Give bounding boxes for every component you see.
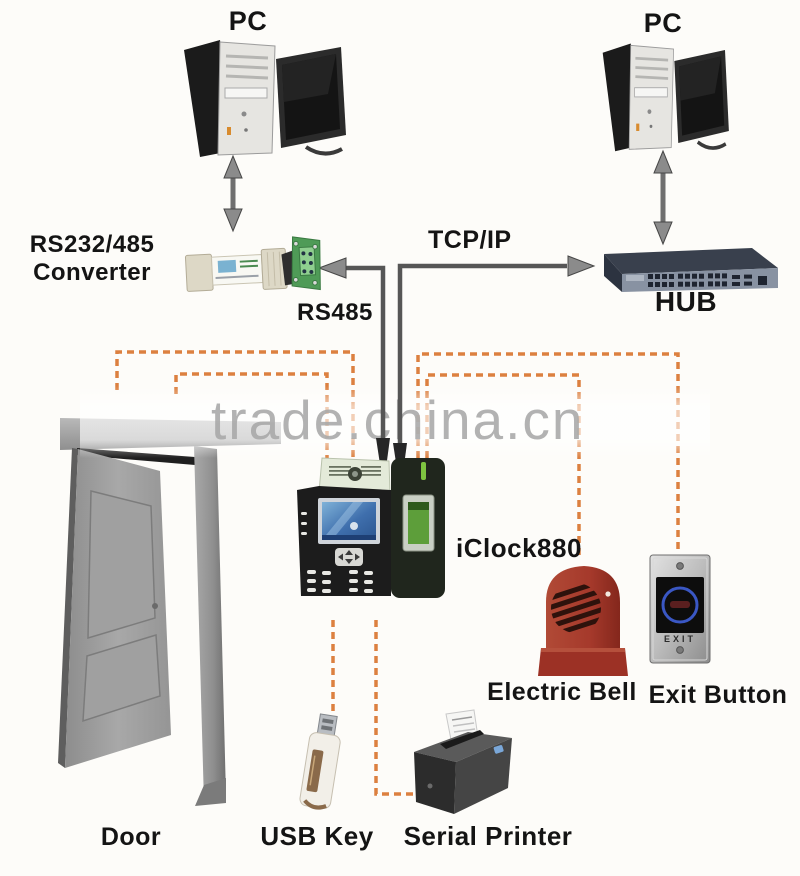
door-upper-panel — [87, 490, 156, 640]
bell-base — [538, 648, 628, 676]
serial-printer-image — [406, 708, 518, 824]
printer-paper-slot — [440, 730, 484, 749]
exit-blue-ring — [661, 586, 699, 624]
printer-right-face — [454, 738, 512, 814]
pc-left-label: PC — [228, 6, 268, 36]
hub-ports — [648, 273, 767, 287]
exit-button-label: Exit Button — [648, 681, 788, 709]
serial-printer-label: Serial Printer — [403, 821, 573, 851]
printer-top-face — [414, 732, 512, 762]
door-handle — [152, 603, 158, 609]
double-arrow-pc-hub — [653, 149, 673, 246]
iclock880-image — [293, 450, 453, 602]
rs485-label: RS485 — [297, 299, 373, 326]
door-label: Door — [100, 823, 162, 851]
exit-screw-top — [676, 562, 684, 570]
hub-image — [590, 246, 782, 296]
iclock880-label: iClock880 — [456, 533, 582, 563]
converter-left-cap — [184, 253, 214, 292]
door-edge — [58, 448, 78, 768]
printer-power-led — [427, 783, 433, 789]
door-lower-panel — [82, 634, 161, 723]
usb-key-label: USB Key — [260, 821, 374, 851]
door-frame-jamb — [194, 446, 226, 803]
printer-front-face — [414, 752, 456, 814]
converter-label-line1: RS232/485 — [29, 231, 155, 258]
exit-screw-bottom — [676, 646, 684, 654]
rs232-485-converter-image — [182, 226, 324, 298]
pc-left-image — [178, 34, 350, 160]
printer-button[interactable] — [493, 744, 504, 754]
iclock-keypad — [301, 512, 373, 593]
tcp-ip-label: TCP/IP — [428, 226, 512, 254]
exit-plate-text: EXIT — [664, 634, 696, 644]
bell-indicator-dot — [605, 591, 611, 597]
watermark-text: trade.china.cn — [211, 389, 585, 451]
usb-loop — [303, 799, 327, 810]
pc-right-label: PC — [643, 8, 683, 38]
hub-label: HUB — [654, 286, 718, 317]
exit-button-image: EXIT — [648, 551, 712, 668]
hub-top-face — [604, 248, 778, 274]
converter-label: RS232/485 Converter — [12, 231, 172, 287]
bell-grille — [551, 583, 601, 633]
bell-body — [546, 566, 620, 652]
iclock-nav-pad — [335, 548, 363, 566]
electric-bell-label: Electric Bell — [487, 678, 637, 706]
hub-left-face — [604, 254, 622, 292]
usb-key-image — [294, 713, 352, 819]
door-frame-foot — [195, 778, 226, 806]
electric-bell-image — [538, 556, 630, 680]
iclock-fingerprint-sensor — [408, 502, 429, 544]
pc-left-cable — [304, 145, 343, 156]
converter-label-line2: Converter — [33, 259, 151, 286]
double-arrow-pc-converter — [223, 154, 243, 233]
iclock-led-bar — [421, 462, 426, 480]
pc-right-image — [598, 38, 732, 154]
dashed-line-serial-printer — [374, 620, 413, 796]
pc-right-cable — [696, 140, 727, 150]
